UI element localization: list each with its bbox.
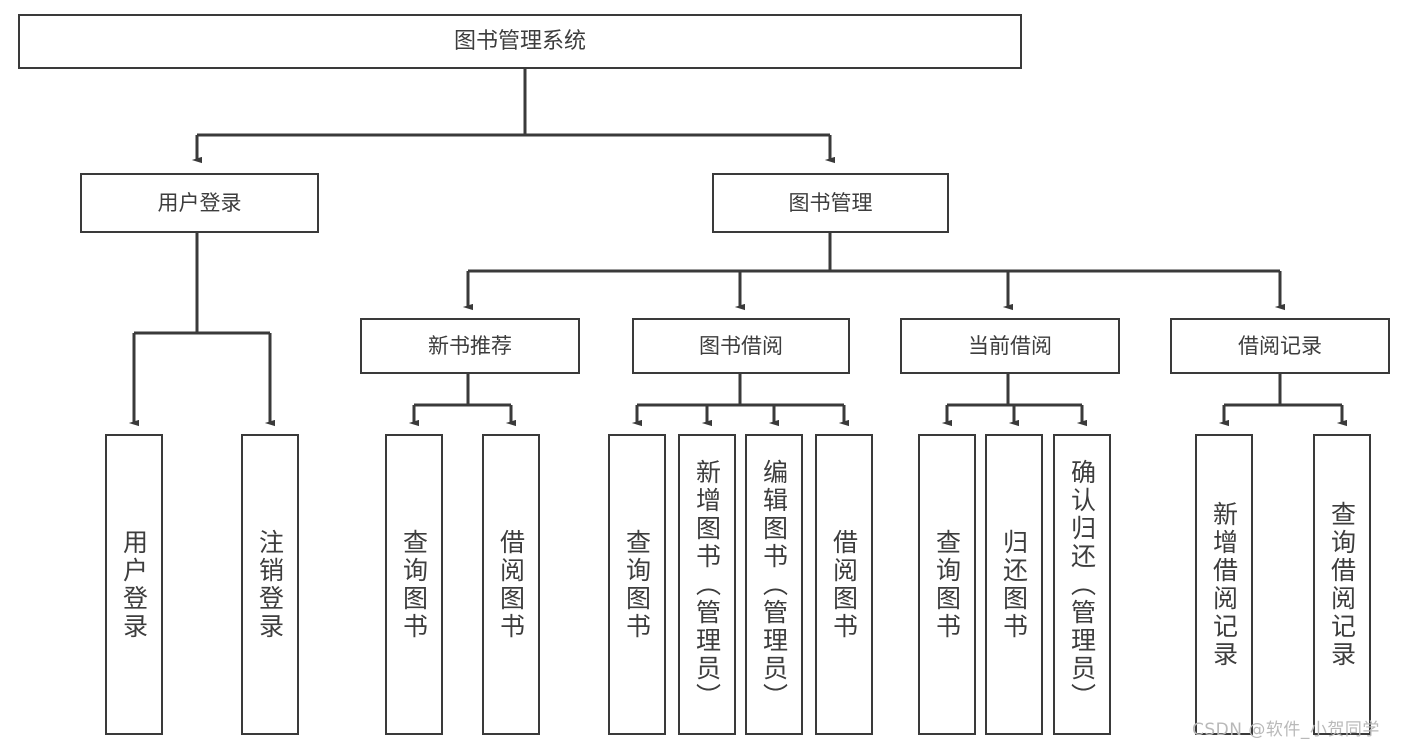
node-label: 查询图书 xyxy=(622,528,652,641)
node-leaf-borrow-book-2[interactable]: 借阅图书 xyxy=(815,434,873,735)
node-label: 用户登录 xyxy=(119,528,149,641)
node-label: 借阅图书 xyxy=(496,528,526,641)
node-borrow-record[interactable]: 借阅记录 xyxy=(1170,318,1390,374)
node-leaf-add-borrow-record[interactable]: 新增借阅记录 xyxy=(1195,434,1253,735)
node-label: 借阅图书 xyxy=(829,528,859,641)
node-book-management[interactable]: 图书管理 xyxy=(712,173,949,233)
node-leaf-confirm-return[interactable]: 确认归还（管理员） xyxy=(1053,434,1111,735)
node-new-book-recommend[interactable]: 新书推荐 xyxy=(360,318,580,374)
node-leaf-return-book[interactable]: 归还图书 xyxy=(985,434,1043,735)
node-leaf-query-book-3[interactable]: 查询图书 xyxy=(918,434,976,735)
node-label: 图书管理系统 xyxy=(453,28,586,54)
node-root-system[interactable]: 图书管理系统 xyxy=(18,14,1022,69)
node-label: 确认归还（管理员） xyxy=(1067,458,1097,711)
node-label: 新书推荐 xyxy=(428,333,512,358)
node-leaf-query-book-2[interactable]: 查询图书 xyxy=(608,434,666,735)
node-label: 注销登录 xyxy=(255,528,285,641)
node-label: 用户登录 xyxy=(157,190,242,215)
node-label: 归还图书 xyxy=(999,528,1029,641)
node-leaf-user-login[interactable]: 用户登录 xyxy=(105,434,163,735)
node-user-login[interactable]: 用户登录 xyxy=(80,173,319,233)
node-label: 借阅记录 xyxy=(1238,333,1322,358)
node-book-borrow[interactable]: 图书借阅 xyxy=(632,318,850,374)
node-leaf-borrow-book-1[interactable]: 借阅图书 xyxy=(482,434,540,735)
node-leaf-edit-book[interactable]: 编辑图书（管理员） xyxy=(745,434,803,735)
node-label: 图书管理 xyxy=(788,190,873,215)
node-label: 新增借阅记录 xyxy=(1209,500,1239,669)
node-label: 新增图书（管理员） xyxy=(692,458,722,711)
node-label: 查询图书 xyxy=(932,528,962,641)
node-leaf-user-logout[interactable]: 注销登录 xyxy=(241,434,299,735)
node-leaf-query-borrow-record[interactable]: 查询借阅记录 xyxy=(1313,434,1371,735)
node-leaf-add-book[interactable]: 新增图书（管理员） xyxy=(678,434,736,735)
node-label: 查询图书 xyxy=(399,528,429,641)
watermark-text: CSDN @软件_小贺同学 xyxy=(1192,720,1380,740)
node-leaf-query-book-1[interactable]: 查询图书 xyxy=(385,434,443,735)
node-current-borrow[interactable]: 当前借阅 xyxy=(900,318,1120,374)
node-label: 编辑图书（管理员） xyxy=(759,458,789,711)
node-label: 当前借阅 xyxy=(968,333,1052,358)
node-label: 查询借阅记录 xyxy=(1327,500,1357,669)
node-label: 图书借阅 xyxy=(699,333,783,358)
